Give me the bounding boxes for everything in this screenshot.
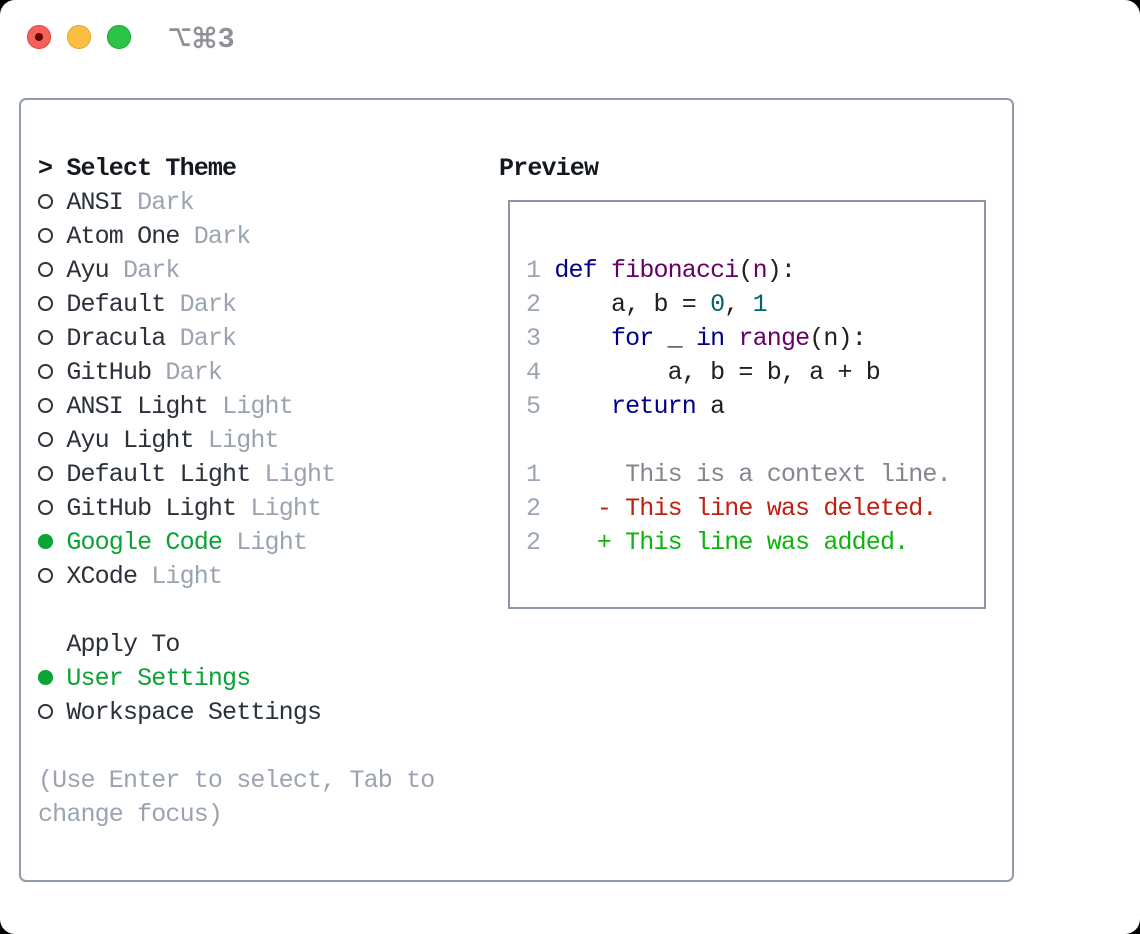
- svg-text:3: 3: [218, 23, 235, 52]
